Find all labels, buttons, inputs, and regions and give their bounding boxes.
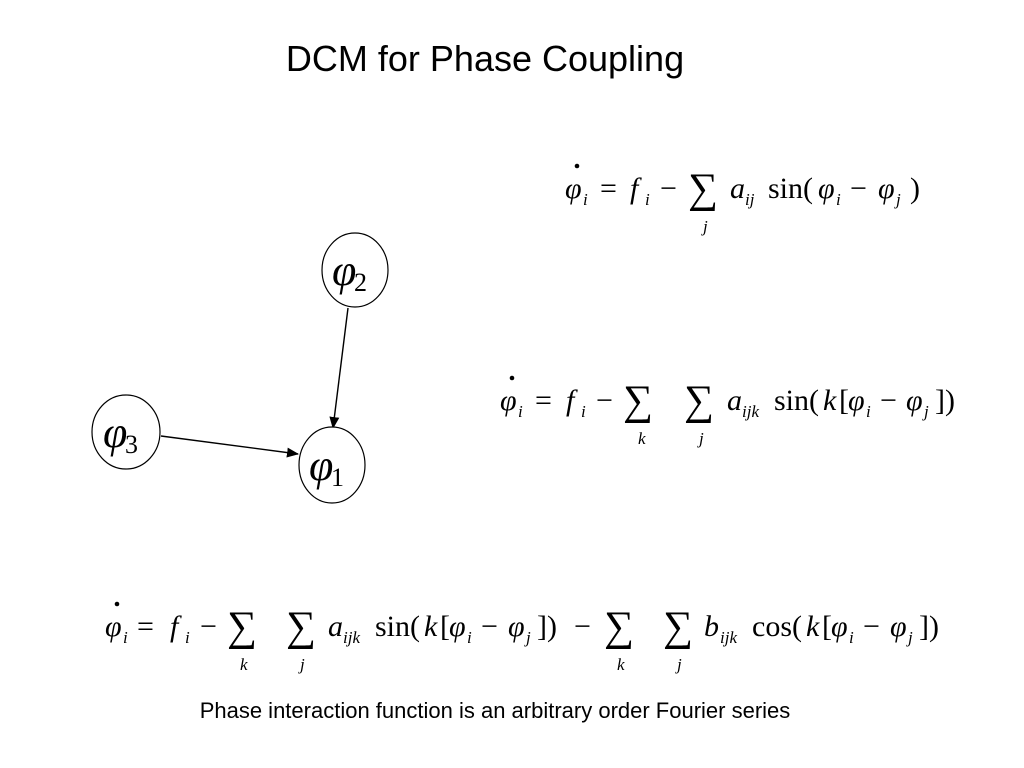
svg-text:∑: ∑ bbox=[227, 604, 257, 650]
svg-text:3: 3 bbox=[125, 430, 138, 459]
svg-text:∑: ∑ bbox=[604, 604, 634, 650]
svg-text:b: b bbox=[704, 610, 719, 643]
svg-text:k: k bbox=[424, 610, 438, 643]
svg-text:∑: ∑ bbox=[623, 378, 653, 424]
svg-text:]): ]) bbox=[919, 610, 939, 643]
svg-text:j: j bbox=[675, 655, 682, 674]
svg-text:sin(: sin( bbox=[774, 384, 819, 417]
svg-text:φ: φ bbox=[878, 172, 895, 205]
svg-text:φ: φ bbox=[309, 441, 333, 490]
svg-text:=: = bbox=[600, 172, 617, 205]
slide-caption: Phase interaction function is an arbitra… bbox=[199, 698, 791, 723]
svg-text:]): ]) bbox=[537, 610, 557, 643]
svg-text:i: i bbox=[866, 402, 871, 421]
svg-text:a: a bbox=[727, 384, 742, 417]
svg-text:φ: φ bbox=[449, 610, 466, 643]
svg-text:i: i bbox=[467, 628, 472, 647]
node-phi3: φ 3 bbox=[91, 394, 161, 470]
svg-text:φ: φ bbox=[508, 610, 525, 643]
svg-text:j: j bbox=[298, 655, 305, 674]
svg-text:i: i bbox=[123, 628, 128, 647]
svg-text:ijk: ijk bbox=[720, 628, 737, 647]
svg-text:φ: φ bbox=[332, 246, 356, 295]
svg-text:]): ]) bbox=[935, 384, 955, 417]
svg-text:∑: ∑ bbox=[286, 604, 316, 650]
svg-text:f: f bbox=[170, 610, 182, 643]
svg-text:1: 1 bbox=[331, 463, 344, 492]
svg-text:k: k bbox=[823, 384, 837, 417]
svg-text:j: j bbox=[697, 429, 704, 448]
svg-text:j: j bbox=[922, 402, 929, 421]
svg-text:[: [ bbox=[440, 610, 450, 643]
edge-phi3-to-phi1 bbox=[160, 435, 299, 458]
svg-text:∑: ∑ bbox=[663, 604, 693, 650]
svg-text:−: − bbox=[660, 172, 677, 205]
svg-text:k: k bbox=[240, 655, 248, 674]
svg-text:k: k bbox=[806, 610, 820, 643]
svg-text:ijk: ijk bbox=[343, 628, 360, 647]
svg-text:i: i bbox=[581, 402, 586, 421]
svg-text:ijk: ijk bbox=[742, 402, 759, 421]
svg-text:i: i bbox=[645, 190, 650, 209]
svg-text:i: i bbox=[836, 190, 841, 209]
svg-text:a: a bbox=[730, 172, 745, 205]
svg-text:∑: ∑ bbox=[684, 378, 714, 424]
svg-text:[: [ bbox=[839, 384, 849, 417]
svg-text:i: i bbox=[518, 402, 523, 421]
svg-text:φ: φ bbox=[848, 384, 865, 417]
svg-text:j: j bbox=[701, 217, 708, 236]
svg-text:a: a bbox=[328, 610, 343, 643]
svg-text:φ: φ bbox=[818, 172, 835, 205]
svg-text:−: − bbox=[481, 610, 498, 643]
svg-text:φ: φ bbox=[500, 384, 517, 417]
svg-text:φ: φ bbox=[105, 610, 122, 643]
svg-text:=: = bbox=[535, 384, 552, 417]
svg-text:i: i bbox=[185, 628, 190, 647]
svg-text:[: [ bbox=[822, 610, 832, 643]
svg-text:φ: φ bbox=[890, 610, 907, 643]
svg-text:2: 2 bbox=[354, 268, 367, 297]
svg-text:−: − bbox=[596, 384, 613, 417]
svg-text:j: j bbox=[524, 628, 531, 647]
svg-text:cos(: cos( bbox=[752, 610, 802, 643]
node-phi1: φ 1 bbox=[298, 426, 366, 504]
svg-text:−: − bbox=[863, 610, 880, 643]
svg-text:ij: ij bbox=[745, 190, 755, 209]
svg-text:j: j bbox=[906, 628, 913, 647]
slide-title: DCM for Phase Coupling bbox=[285, 38, 685, 79]
svg-text:−: − bbox=[850, 172, 867, 205]
svg-text:): ) bbox=[910, 172, 920, 205]
svg-text:∑: ∑ bbox=[688, 166, 718, 212]
svg-text:j: j bbox=[894, 190, 901, 209]
svg-text:sin(: sin( bbox=[768, 172, 813, 205]
edge-phi2-to-phi1 bbox=[329, 307, 349, 429]
svg-text:sin(: sin( bbox=[375, 610, 420, 643]
svg-text:−: − bbox=[880, 384, 897, 417]
svg-text:φ: φ bbox=[906, 384, 923, 417]
svg-text:−: − bbox=[574, 610, 591, 643]
svg-text:φ: φ bbox=[565, 172, 582, 205]
svg-text:φ: φ bbox=[831, 610, 848, 643]
svg-text:i: i bbox=[849, 628, 854, 647]
svg-text:φ: φ bbox=[103, 408, 127, 457]
node-phi2: φ 2 bbox=[321, 232, 389, 308]
svg-text:i: i bbox=[583, 190, 588, 209]
svg-text:=: = bbox=[137, 610, 154, 643]
svg-text:−: − bbox=[200, 610, 217, 643]
svg-text:k: k bbox=[617, 655, 625, 674]
svg-text:k: k bbox=[638, 429, 646, 448]
